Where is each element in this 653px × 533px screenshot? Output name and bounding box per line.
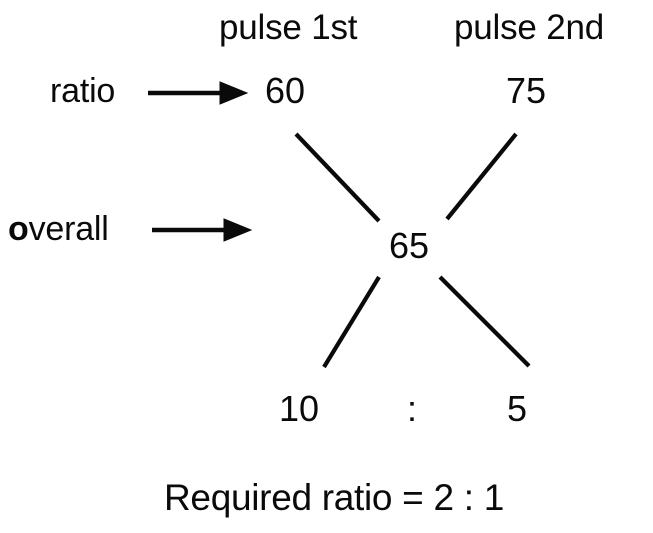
column-header-left: pulse 1st xyxy=(219,8,358,47)
column-header-right: pulse 2nd xyxy=(454,8,604,47)
row-label-ratio: ratio xyxy=(50,72,116,110)
cross-bottom-left-line xyxy=(322,275,381,369)
cross-top-right-line xyxy=(445,132,518,221)
ratio-separator: : xyxy=(407,388,418,429)
value-center-mean: 65 xyxy=(389,225,430,266)
cross-bottom-right-line xyxy=(438,275,531,368)
row-label-overall: overall xyxy=(8,212,109,246)
value-bottom-right: 5 xyxy=(507,388,528,429)
value-top-left: 60 xyxy=(265,70,306,111)
value-bottom-left: 10 xyxy=(279,388,320,429)
value-top-right: 75 xyxy=(506,70,547,111)
row-label-overall-lead: o xyxy=(8,210,29,248)
arrow-right-icon xyxy=(223,218,253,242)
arrow-right-icon xyxy=(219,81,249,105)
cross-top-left-line xyxy=(294,132,381,223)
result-caption: Required ratio = 2 : 1 xyxy=(164,477,504,518)
row-label-overall-rest: verall xyxy=(28,210,109,248)
